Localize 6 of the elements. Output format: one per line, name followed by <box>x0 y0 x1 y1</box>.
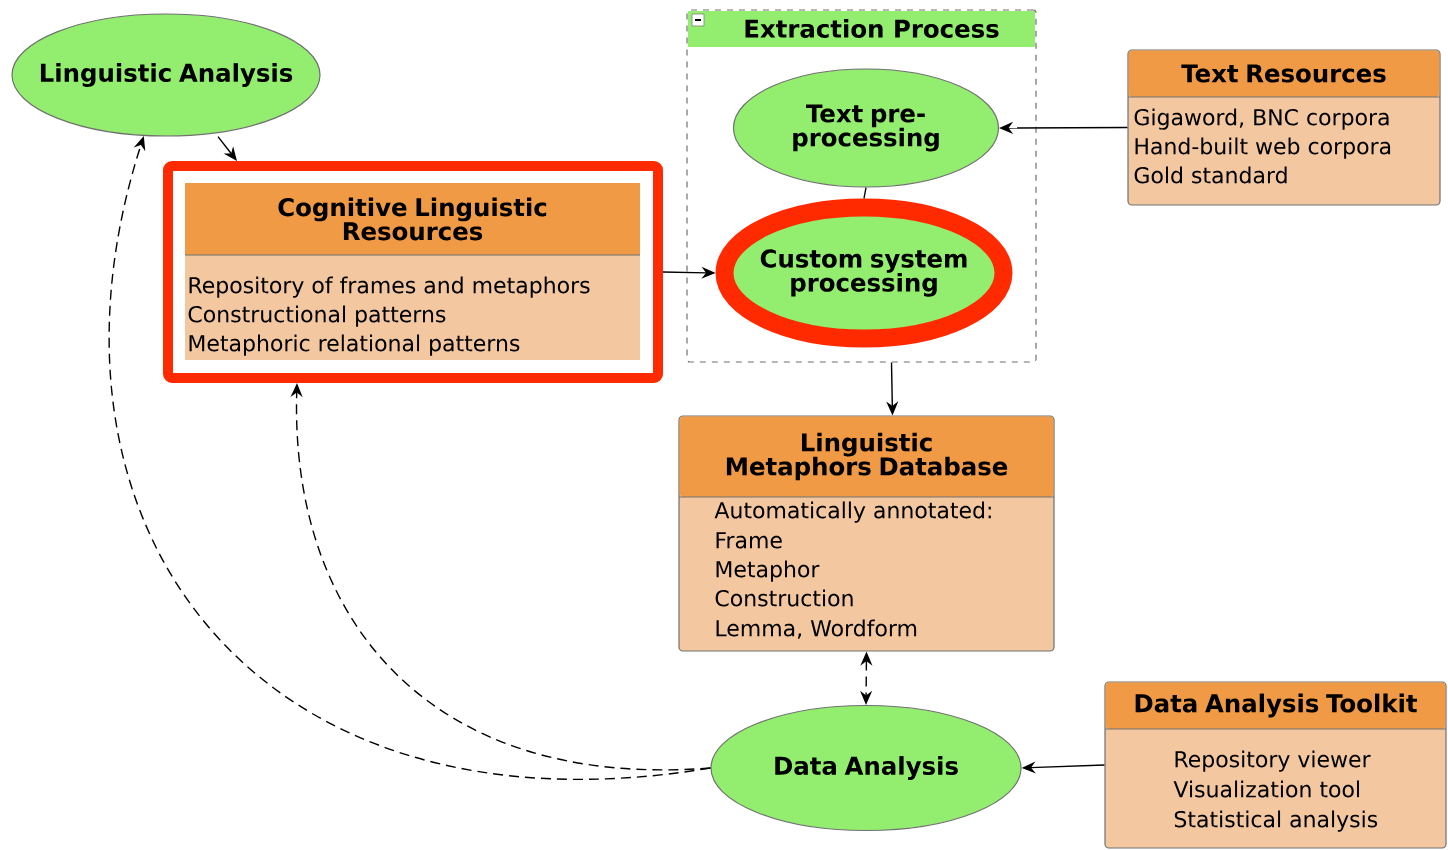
connector-line <box>863 186 867 200</box>
resource-box: Cognitive Linguistic Resources Repository of frames and metaphors Constructional patterns Metaphoric relational patterns <box>163 161 663 383</box>
resource-box: Linguistic Metaphors Database Automatically annotated: Frame Metaphor Construction Lemma, Wordform <box>678 415 1055 652</box>
resource-box: Data Analysis Toolkit Repository viewer Visualization tool Statistical analysis <box>1104 681 1447 849</box>
arrow <box>217 135 237 161</box>
resource-box: Text Resources Gigaword, BNC corpora Hand-built web corpora Gold standard <box>1127 49 1441 206</box>
